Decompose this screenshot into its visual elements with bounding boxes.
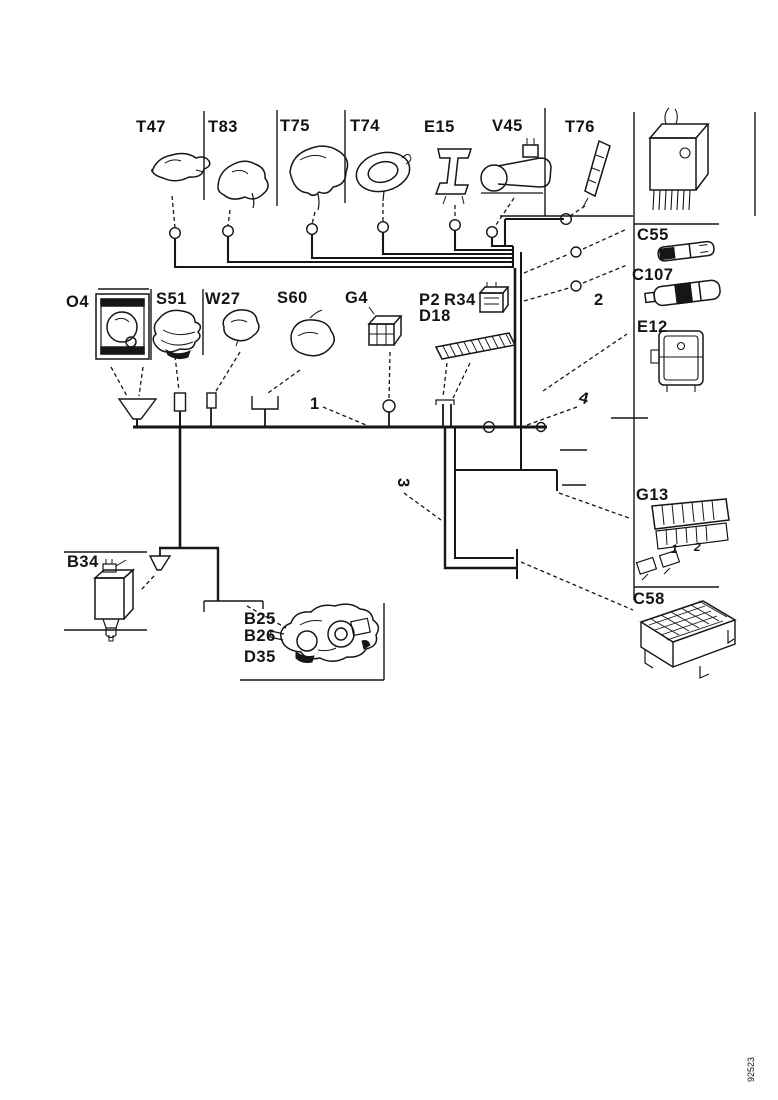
label-s60: S60 (277, 289, 308, 307)
b34-valve-sketch (93, 559, 135, 642)
label-o4: O4 (66, 293, 89, 311)
g13-pin-1: 1 (671, 542, 678, 556)
t83-sensor-sketch (217, 160, 269, 209)
label-c58: C58 (633, 590, 665, 608)
label-b26: B26 (244, 627, 276, 645)
o4-distributor-sketch (95, 293, 150, 360)
e15-bracket-sketch (434, 148, 473, 205)
label-t76: T76 (565, 118, 595, 136)
figure-number: 92523 (746, 1057, 756, 1082)
relay-sketch (648, 107, 710, 211)
b25-throttle-unit-sketch (269, 603, 380, 663)
wire-label-1: 1 (310, 395, 320, 413)
label-t75: T75 (280, 117, 310, 135)
connector-symbols (168, 212, 582, 434)
s51-sensor-sketch (152, 309, 202, 360)
t76-injector-sketch (582, 139, 611, 208)
e12-module-sketch (650, 330, 704, 392)
component-sketches (93, 107, 737, 679)
label-s51: S51 (156, 290, 187, 308)
label-b34: B34 (67, 553, 99, 571)
c58-bracket-box-sketch (639, 600, 737, 679)
label-g4: G4 (345, 289, 368, 307)
c107-connector-sketch (644, 279, 721, 307)
t74-connector-sketch (355, 151, 412, 202)
leader-lines (110, 195, 634, 629)
label-p2: P2 (419, 291, 440, 309)
label-r34: R34 (444, 291, 476, 309)
wire-label-3: 3 (394, 478, 412, 488)
c55-connector-sketch (657, 240, 715, 262)
g13-pin-2: 2 (693, 540, 701, 554)
label-v45: V45 (492, 117, 523, 135)
harness-wires (117, 217, 564, 601)
g13-pin-numbers: 1 2 (671, 540, 701, 556)
label-c55: C55 (637, 226, 669, 244)
label-d18: D18 (419, 307, 451, 325)
label-t83: T83 (208, 118, 238, 136)
label-g13: G13 (636, 486, 669, 504)
label-t47: T47 (136, 118, 166, 136)
label-t74: T74 (350, 117, 380, 135)
p2-box-sketch (478, 282, 510, 313)
g13-fuse-strip-sketch (635, 498, 730, 581)
w27-sensor-sketch (222, 309, 260, 347)
wire-label-4: 4 (577, 388, 591, 408)
d18-flat-connector-sketch (434, 332, 517, 360)
wire-label-2: 2 (594, 291, 604, 309)
component-labels: T47 T83 T75 T74 E15 V45 T76 O4 S51 W27 S… (66, 117, 673, 666)
t47-sensor-sketch (151, 152, 211, 182)
cell-divider-lines (64, 108, 756, 681)
label-d35: D35 (244, 648, 276, 666)
label-e12: E12 (637, 318, 668, 336)
label-b25: B25 (244, 610, 276, 628)
label-w27: W27 (205, 290, 240, 308)
v45-motor-sketch (480, 138, 552, 194)
label-e15: E15 (424, 118, 455, 136)
label-c107: C107 (632, 266, 673, 284)
t75-sensor-sketch (289, 145, 349, 211)
g4-sender-sketch (367, 306, 403, 346)
s60-sensor-sketch (290, 309, 335, 357)
